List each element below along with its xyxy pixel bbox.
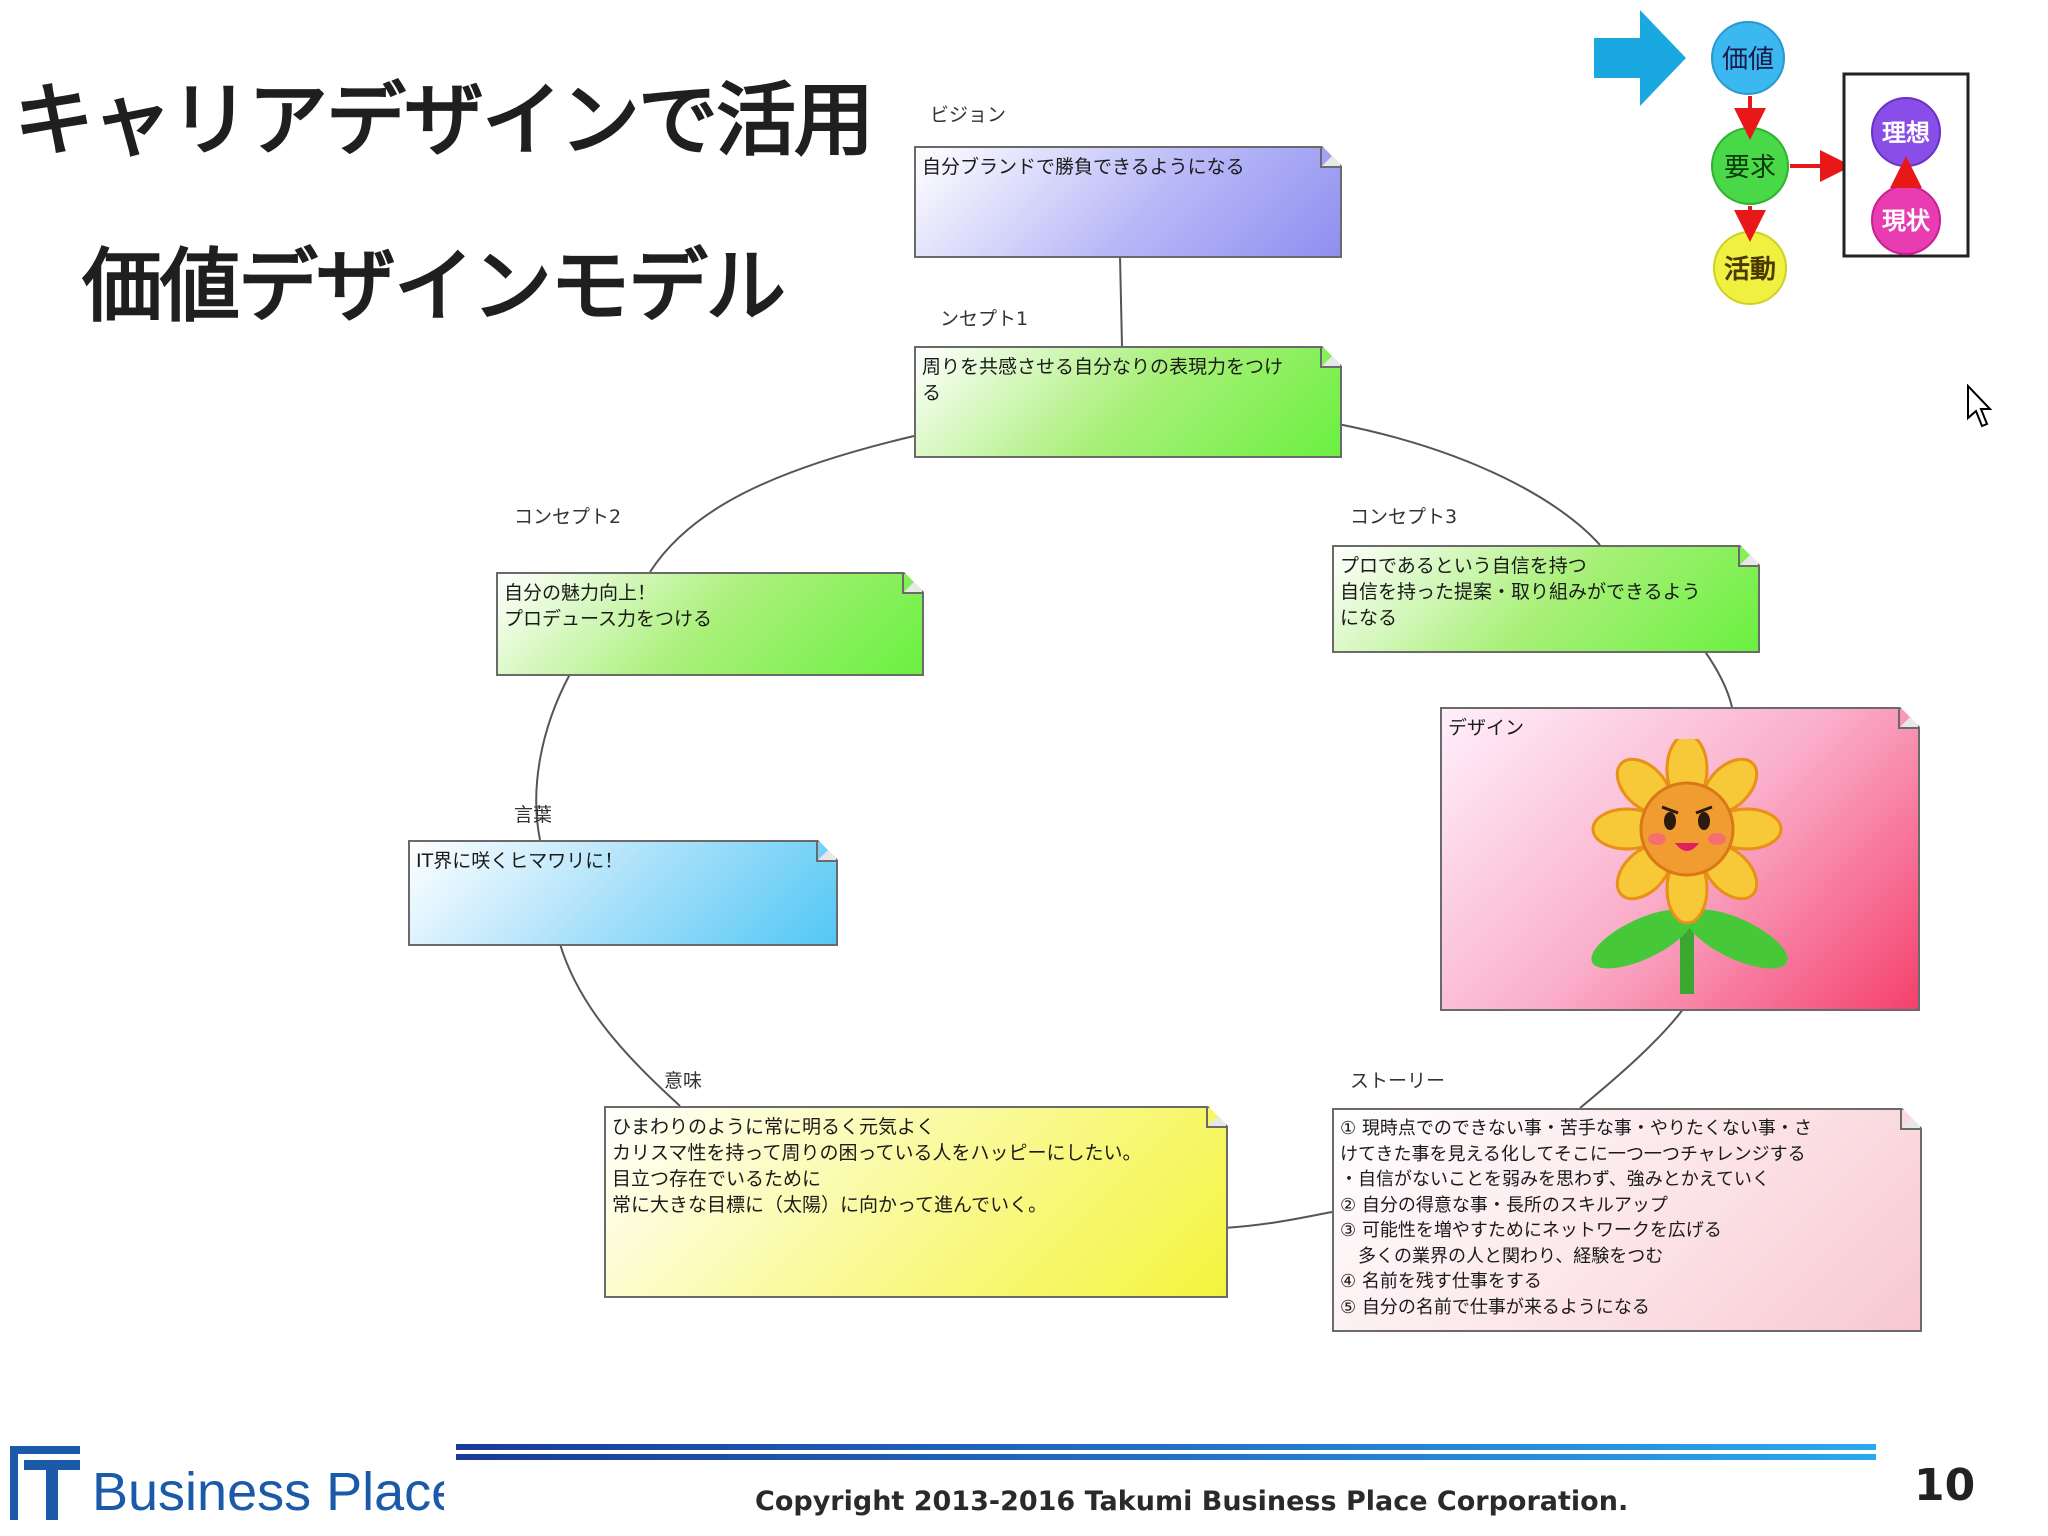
copyright-text: Copyright 2013-2016 Takumi Business Plac… [755, 1486, 1629, 1517]
concept2-word-link [535, 673, 571, 841]
logo-text: Business Place [92, 1462, 444, 1522]
value-model-legend: 価値 要求 活動 理想 現状 [1594, 10, 1970, 305]
sunflower-icon [1582, 739, 1802, 999]
activity-label: 活動 [1724, 255, 1776, 285]
concept2-label: コンセプト2 [514, 506, 622, 528]
word-meaning-link [559, 943, 681, 1107]
concept1-text: 周りを共感させる自分なりの表現力をつけ る [922, 356, 1284, 404]
vision-concept1-link [1119, 255, 1123, 347]
story-label: ストーリー [1350, 1070, 1446, 1092]
ideal-label: 理想 [1882, 119, 1930, 147]
meaning-label: 意味 [664, 1070, 703, 1092]
current-label: 現状 [1882, 207, 1931, 235]
slide-title: キャリアデザインで活用 [14, 74, 874, 167]
page-number: 10 [1914, 1460, 1976, 1511]
concept1-concept3-link [1337, 423, 1601, 546]
footer-rule [456, 1444, 1876, 1460]
vision-label: ビジョン [930, 104, 1007, 126]
vision-note[interactable]: 自分ブランドで勝負できるようになる [914, 146, 1342, 258]
demand-label: 要求 [1724, 153, 1776, 183]
pointer-arrow-icon [1594, 10, 1686, 106]
concept3-text: プロであるという自信を持つ 自信を持った提案・取り組みができるよう になる [1340, 555, 1701, 629]
concept3-note[interactable]: プロであるという自信を持つ 自信を持った提案・取り組みができるよう になる [1332, 545, 1760, 653]
concept1-label: ンセプト1 [940, 308, 1029, 330]
concept1-concept2-link [649, 435, 915, 573]
meaning-text: ひまわりのように常に明るく元気よく カリスマ性を持って周りの困っている人をハッピ… [612, 1116, 1142, 1216]
meaning-story-link [1223, 1211, 1333, 1229]
story-note[interactable]: ① 現時点でのできない事・苦手な事・やりたくない事・さ けてきた事を見える化して… [1332, 1108, 1922, 1332]
company-logo: Business Place [4, 1438, 461, 1528]
concept1-note[interactable]: 周りを共感させる自分なりの表現力をつけ る [914, 346, 1342, 458]
value-node [1711, 21, 1785, 95]
design-note[interactable]: デザイン [1440, 707, 1920, 1011]
concept2-note[interactable]: 自分の魅力向上！ プロデュース力をつける [496, 572, 924, 676]
design-label: デザイン [1448, 717, 1525, 739]
meaning-note[interactable]: ひまわりのように常に明るく元気よく カリスマ性を持って周りの困っている人をハッピ… [604, 1106, 1228, 1298]
design-story-link [1579, 1007, 1685, 1109]
concept3-design-link [1703, 649, 1733, 708]
slide-subtitle: 価値デザインモデル [82, 240, 786, 333]
concept3-label: コンセプト3 [1350, 506, 1458, 528]
story-text: ① 現時点でのできない事・苦手な事・やりたくない事・さ けてきた事を見える化して… [1340, 1118, 1812, 1318]
mouse-cursor-icon [1967, 384, 1992, 428]
value-label: 価値 [1722, 45, 1774, 75]
vision-text: 自分ブランドで勝負できるようになる [922, 156, 1245, 178]
word-label: 言葉 [514, 804, 553, 826]
word-text: IT界に咲くヒマワリに！ [416, 850, 624, 872]
word-note[interactable]: IT界に咲くヒマワリに！ [408, 840, 838, 946]
concept2-text: 自分の魅力向上！ プロデュース力をつける [504, 582, 713, 630]
